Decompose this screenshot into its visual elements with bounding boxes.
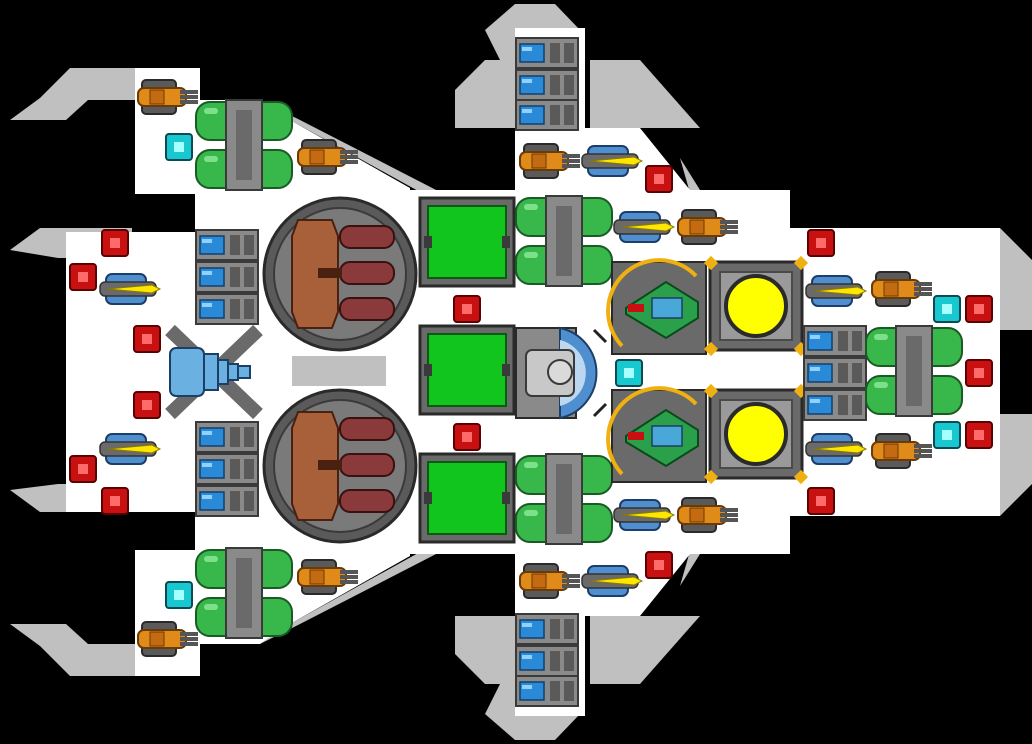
thruster-icon: [165, 324, 263, 420]
alarm-light-icon[interactable]: [807, 487, 835, 515]
alarm-light-icon[interactable]: [645, 551, 673, 579]
battery-cell-icon: [195, 261, 259, 293]
reactor-icon[interactable]: [701, 253, 811, 359]
battery-cell-icon: [195, 229, 259, 261]
alarm-light-icon[interactable]: [69, 455, 97, 483]
battery-cell-icon: [803, 389, 867, 421]
battery-cell-icon: [515, 645, 579, 677]
alarm-light-icon[interactable]: [101, 487, 129, 515]
alarm-light-icon[interactable]: [69, 263, 97, 291]
alarm-light-icon[interactable]: [133, 391, 161, 419]
sensor-icon[interactable]: [165, 133, 193, 161]
sensor-icon[interactable]: [165, 581, 193, 609]
battery-cell-icon: [195, 293, 259, 325]
shield-generator-icon[interactable]: [606, 258, 708, 356]
battery-cell-icon: [195, 453, 259, 485]
battery-cell-icon: [195, 485, 259, 517]
battery-cell-icon: [515, 37, 579, 69]
battery-cell-icon: [515, 613, 579, 645]
alarm-light-icon[interactable]: [101, 229, 129, 257]
battery-cell-icon: [803, 357, 867, 389]
battery-cell-icon: [803, 325, 867, 357]
command-core-icon[interactable]: [418, 196, 516, 288]
battery-cell-icon: [195, 421, 259, 453]
command-core-icon[interactable]: [418, 452, 516, 544]
cargo-bay-icon[interactable]: [262, 388, 418, 544]
sensor-icon[interactable]: [615, 359, 643, 387]
alarm-light-icon[interactable]: [453, 295, 481, 323]
alarm-light-icon[interactable]: [965, 421, 993, 449]
shield-generator-icon[interactable]: [606, 386, 708, 484]
alarm-light-icon[interactable]: [965, 359, 993, 387]
cockpit-icon[interactable]: [515, 326, 608, 420]
alarm-light-icon[interactable]: [645, 165, 673, 193]
alarm-light-icon[interactable]: [453, 423, 481, 451]
command-core-icon[interactable]: [418, 324, 516, 416]
reactor-icon[interactable]: [701, 381, 811, 487]
battery-cell-icon: [515, 675, 579, 707]
alarm-light-icon[interactable]: [965, 295, 993, 323]
cargo-bay-icon[interactable]: [262, 196, 418, 352]
hull-stripe: [292, 356, 386, 386]
battery-cell-icon: [515, 99, 579, 131]
alarm-light-icon[interactable]: [807, 229, 835, 257]
battery-cell-icon: [515, 69, 579, 101]
sensor-icon[interactable]: [933, 295, 961, 323]
sensor-icon[interactable]: [933, 421, 961, 449]
alarm-light-icon[interactable]: [133, 325, 161, 353]
